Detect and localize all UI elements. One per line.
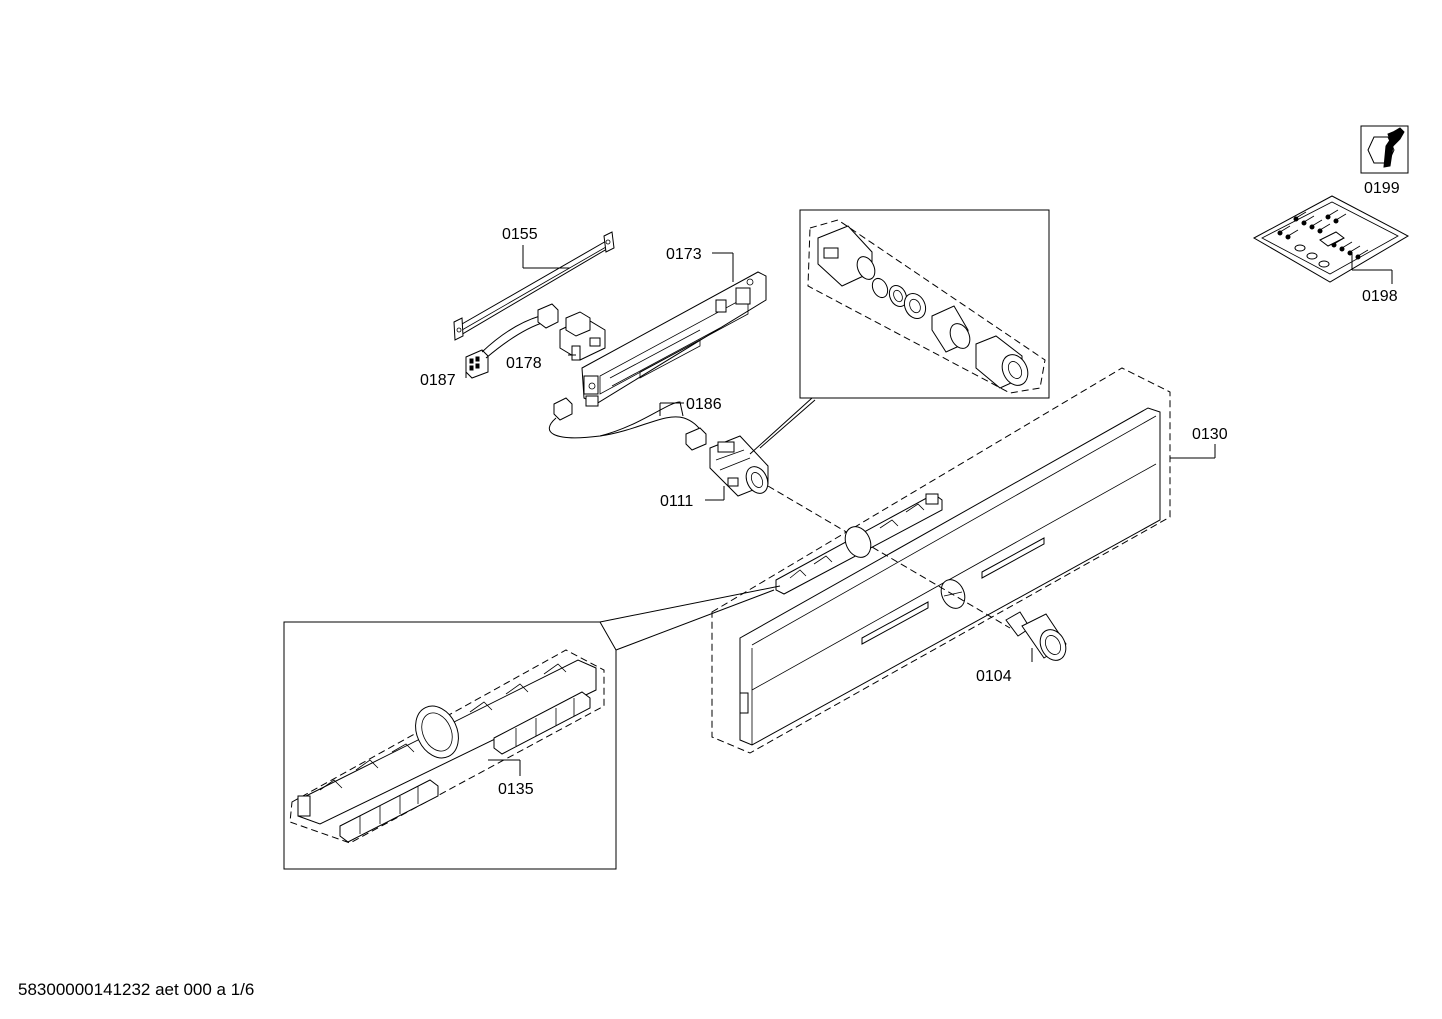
- label-0104: 0104: [976, 668, 1012, 685]
- nut-and-wrench-icon: [1360, 125, 1409, 174]
- part-0135-button-holder[interactable]: [775, 493, 943, 595]
- part-0186-wire-harness[interactable]: [548, 397, 707, 451]
- part-0173-control-board[interactable]: [581, 271, 767, 407]
- document-id-footer: 58300000141232 aet 000 a 1/6: [18, 980, 255, 999]
- label-0173: 0173: [666, 246, 702, 263]
- label-0187: 0187: [420, 372, 456, 389]
- label-0186: 0186: [686, 396, 722, 413]
- label-0135: 0135: [498, 781, 534, 798]
- label-0111: 0111: [660, 493, 693, 510]
- part-0104-knob[interactable]: [1005, 611, 1071, 665]
- inset-box-button-holder-detail: [283, 621, 617, 870]
- label-0130: 0130: [1192, 426, 1228, 443]
- label-0199: 0199: [1364, 180, 1400, 197]
- screw-bag-icon[interactable]: [1252, 195, 1410, 283]
- label-0198: 0198: [1362, 288, 1398, 305]
- label-0178: 0178: [506, 355, 542, 372]
- part-0155-rail[interactable]: [453, 231, 615, 341]
- part-0130-control-panel[interactable]: [711, 367, 1171, 754]
- label-0155: 0155: [502, 226, 538, 243]
- part-0187-connector[interactable]: [465, 303, 559, 379]
- inset-box-selector-detail: [799, 209, 1050, 399]
- part-0178-switch[interactable]: [559, 311, 606, 361]
